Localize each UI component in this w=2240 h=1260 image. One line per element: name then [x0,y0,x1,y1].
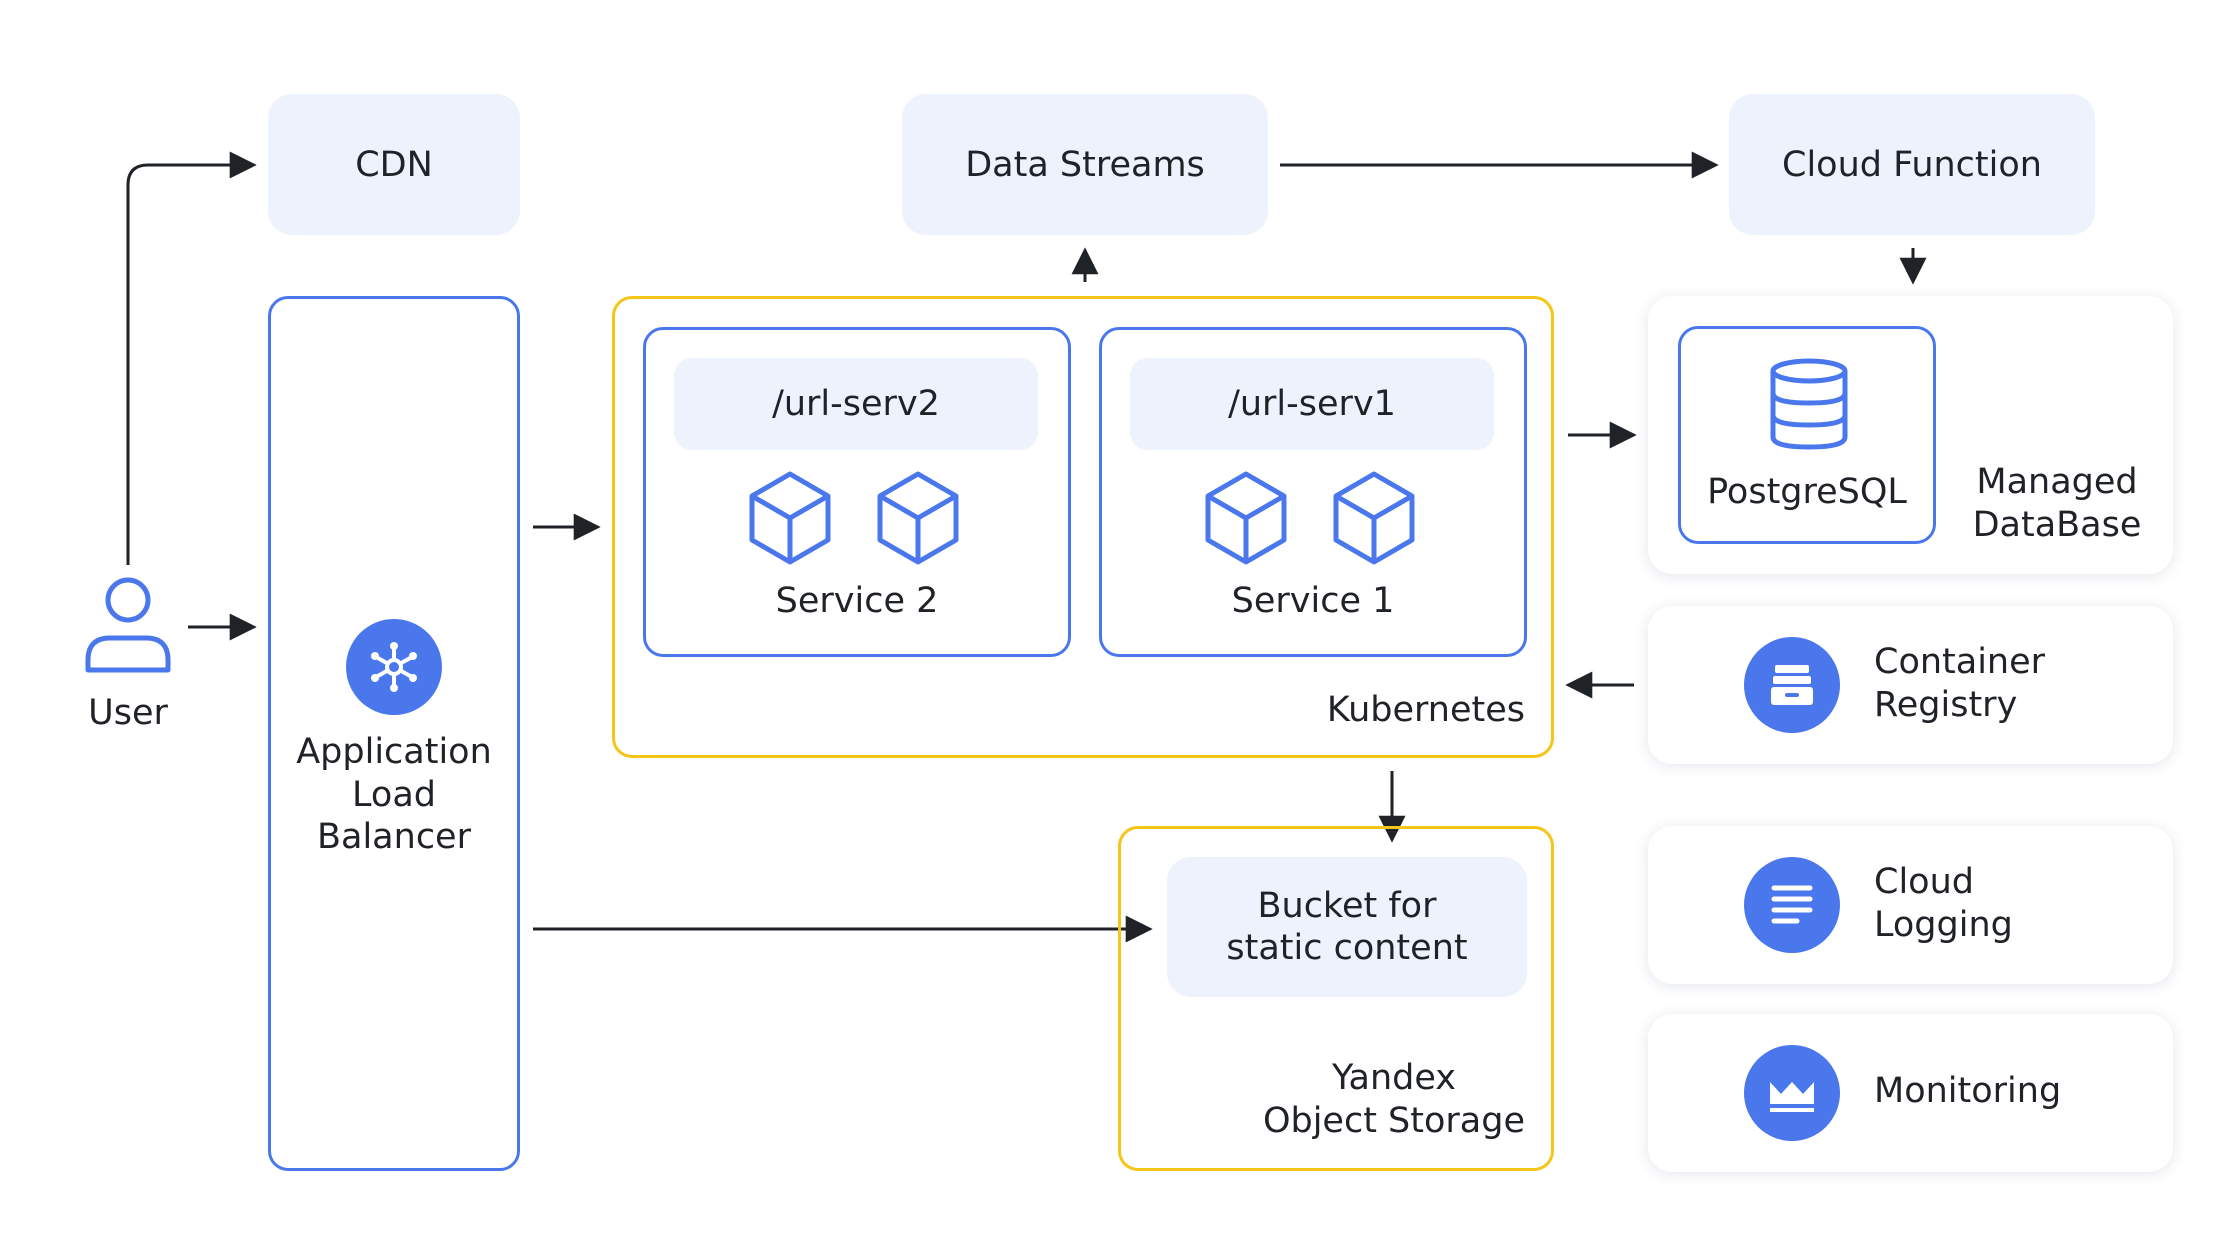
managed-db-label: Managed DataBase [1972,462,2142,545]
object-storage-node: Bucket for static content Yandex Object … [1118,826,1554,1171]
database-icon [1770,358,1848,450]
user-node: User [78,574,178,744]
container-registry-icon [1744,637,1840,733]
url-serv2-label: /url-serv2 [772,384,940,424]
container-registry-label: Container Registry [1874,642,2046,725]
user-label: User [88,693,168,733]
service2-label: Service 2 [775,581,939,621]
cloud-function-label: Cloud Function [1782,144,2042,185]
monitoring-node: Monitoring [1648,1014,2173,1172]
postgresql-node: PostgreSQL [1678,326,1936,544]
bucket-node: Bucket for static content [1167,857,1527,997]
container-registry-node: Container Registry [1648,606,2173,764]
user-icon [85,577,171,673]
cube-icon [1205,471,1287,565]
cloud-logging-node: Cloud Logging [1648,826,2173,984]
cdn-label: CDN [355,144,433,185]
load-balancer-icon [346,619,442,715]
service2-group: /url-serv2 Service 2 [643,327,1071,657]
cloud-function-node: Cloud Function [1729,94,2095,235]
cdn-node: CDN [268,94,520,235]
logging-icon [1744,857,1840,953]
data-streams-label: Data Streams [965,144,1205,185]
service1-group: /url-serv1 Service 1 [1099,327,1527,657]
alb-label: Application Load Balancer [296,732,492,858]
kubernetes-node: /url-serv2 Service 2 /url-serv1 [612,296,1554,758]
kubernetes-label: Kubernetes [1326,690,1525,730]
cube-icon [1333,471,1415,565]
object-storage-label: Yandex Object Storage [1262,1058,1525,1141]
url-serv1-label: /url-serv1 [1228,384,1396,424]
monitoring-label: Monitoring [1874,1071,2062,1111]
managed-db-node: PostgreSQL Managed DataBase [1648,296,2173,574]
cube-icon [749,471,831,565]
cloud-logging-label: Cloud Logging [1874,862,2013,945]
data-streams-node: Data Streams [902,94,1268,235]
service1-label: Service 1 [1231,581,1395,621]
url-serv1-route: /url-serv1 [1130,358,1494,450]
alb-node: Application Load Balancer [268,296,520,1171]
monitoring-icon [1744,1045,1840,1141]
postgresql-label: PostgreSQL [1707,472,1907,512]
bucket-label: Bucket for static content [1226,886,1468,968]
cube-icon [877,471,959,565]
arrow-user-to-cdn [126,151,257,565]
url-serv2-route: /url-serv2 [674,358,1038,450]
